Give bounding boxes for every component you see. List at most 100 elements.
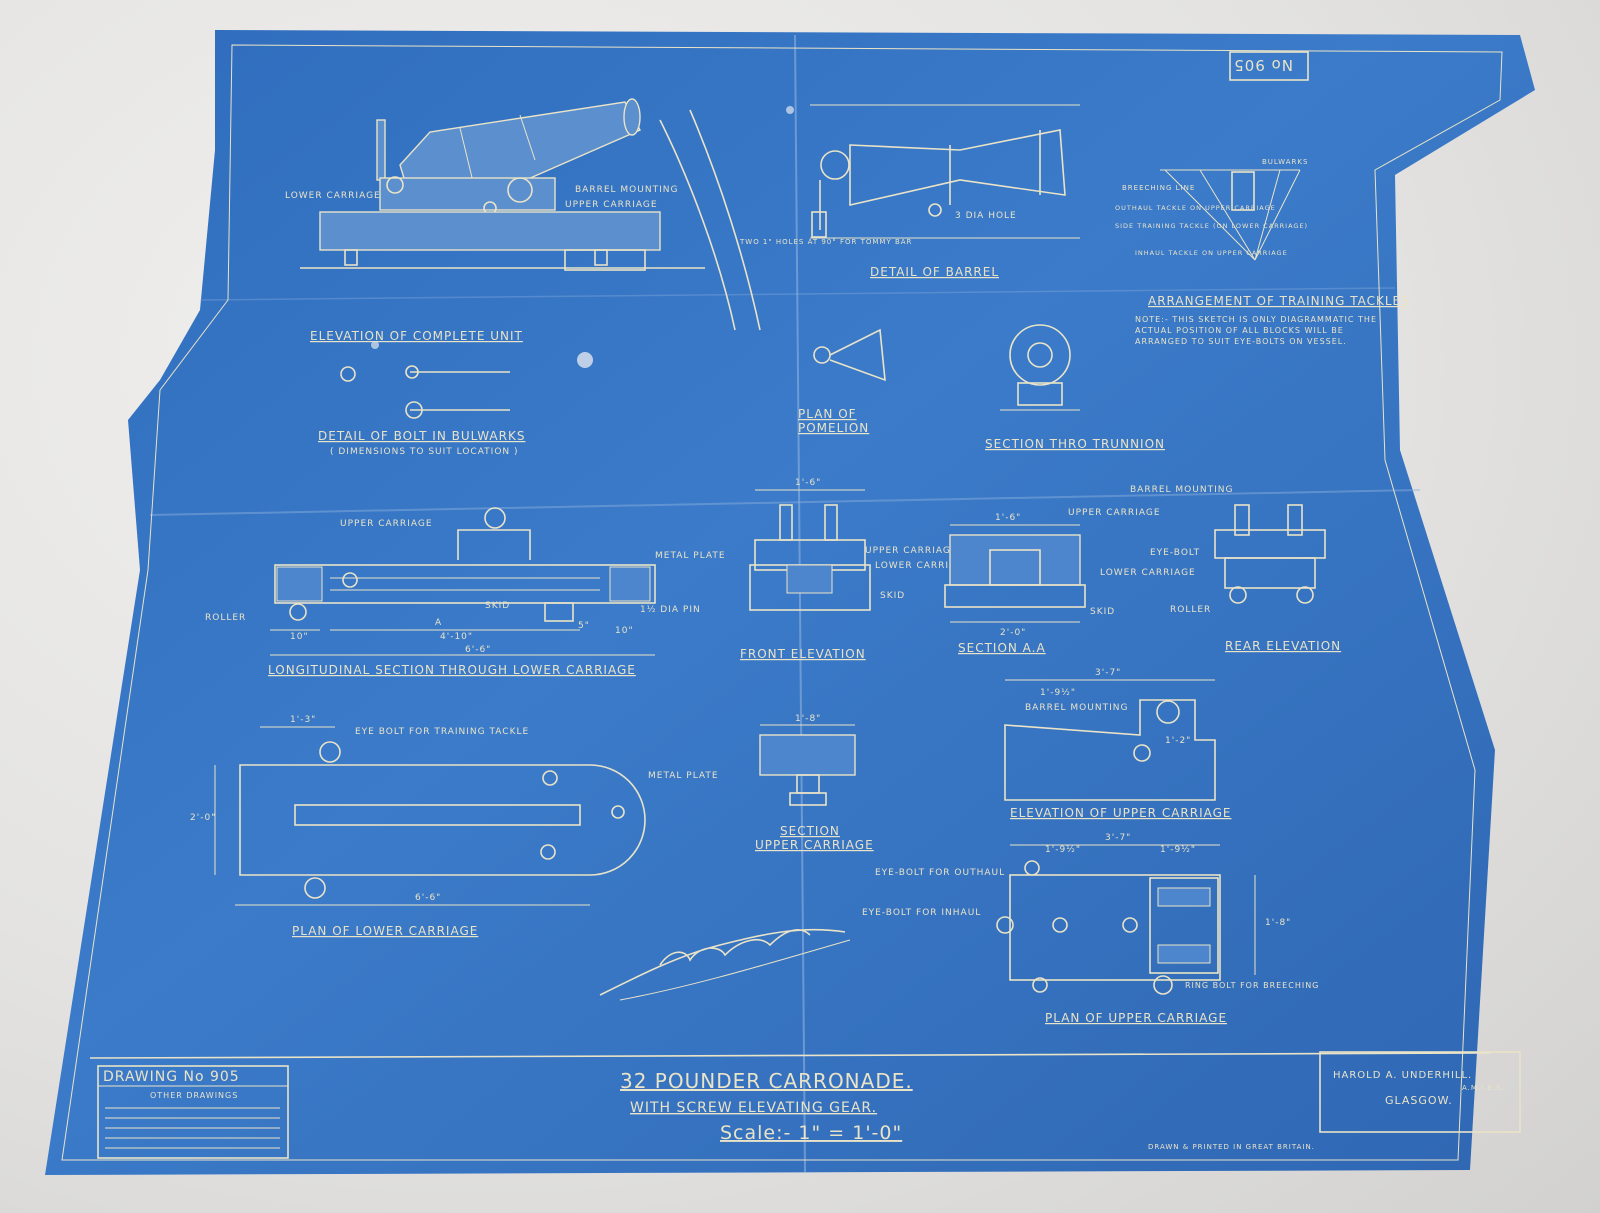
trunnion-section: SECTION THRO TRUNNION xyxy=(985,324,1165,451)
svg-text:10": 10" xyxy=(615,626,634,636)
svg-text:5": 5" xyxy=(578,621,590,631)
svg-text:1'-6": 1'-6" xyxy=(795,478,821,488)
wear-spot xyxy=(577,352,593,368)
plan-lower-title: PLAN OF LOWER CARRIAGE xyxy=(292,924,478,938)
svg-text:1'-8": 1'-8" xyxy=(795,714,821,724)
svg-text:UPPER CARRIAGE: UPPER CARRIAGE xyxy=(340,519,433,529)
signature xyxy=(599,928,851,1001)
svg-text:BREECHING LINE: BREECHING LINE xyxy=(1122,184,1195,192)
svg-text:SKID: SKID xyxy=(1090,607,1115,617)
svg-text:3'-7": 3'-7" xyxy=(1105,833,1131,843)
svg-text:1½ DIA PIN: 1½ DIA PIN xyxy=(640,605,701,615)
front-elevation: 1'-6" UPPER CARRIAGE LOWER CARRIAGE SKID… xyxy=(740,478,971,661)
hatched-end xyxy=(276,566,323,602)
drawing-number: DRAWING No 905 xyxy=(103,1069,240,1085)
blueprint-sheet xyxy=(45,30,1535,1175)
svg-text:RING BOLT FOR BREECHING: RING BOLT FOR BREECHING xyxy=(1185,981,1319,990)
svg-text:METAL PLATE: METAL PLATE xyxy=(655,551,726,561)
svg-text:1'-6": 1'-6" xyxy=(995,513,1021,523)
svg-text:BARREL MOUNTING: BARREL MOUNTING xyxy=(575,185,678,195)
svg-text:SKID: SKID xyxy=(880,591,905,601)
trunnion-title: SECTION THRO TRUNNION xyxy=(985,437,1165,451)
wear-spot xyxy=(371,341,379,349)
elevation-complete-unit: LOWER CARRIAGE BARREL MOUNTING UPPER CAR… xyxy=(285,98,911,343)
svg-text:BARREL MOUNTING: BARREL MOUNTING xyxy=(1025,703,1128,713)
sheet-number-box xyxy=(1229,51,1309,81)
svg-text:6'-6": 6'-6" xyxy=(465,645,491,655)
svg-text:LOWER CARRIAGE: LOWER CARRIAGE xyxy=(285,191,381,201)
elevating-screw xyxy=(376,119,386,181)
training-tackles-title: ARRANGEMENT OF TRAINING TACKLES xyxy=(1148,294,1410,308)
svg-text:UPPER CARRIAGE: UPPER CARRIAGE xyxy=(565,200,658,210)
svg-text:6'-6": 6'-6" xyxy=(415,893,441,903)
svg-text:METAL PLATE: METAL PLATE xyxy=(648,771,719,781)
lower-carriage-block xyxy=(319,211,661,251)
svg-text:BARREL MOUNTING: BARREL MOUNTING xyxy=(1130,485,1233,495)
longitudinal-title: LONGITUDINAL SECTION THROUGH LOWER CARRI… xyxy=(268,663,636,677)
barrel-detail-title: DETAIL OF BARREL xyxy=(870,265,999,279)
svg-text:ROLLER: ROLLER xyxy=(1170,605,1211,615)
plan-upper-title: PLAN OF UPPER CARRIAGE xyxy=(1045,1011,1227,1025)
svg-text:1'-3": 1'-3" xyxy=(290,715,316,725)
pomelion-plan: PLAN OF POMELION xyxy=(798,328,886,435)
vertical-fold xyxy=(794,34,806,1173)
pomelion-title-2: POMELION xyxy=(798,421,869,435)
upper-elevation-title: ELEVATION OF UPPER CARRIAGE xyxy=(1010,806,1232,820)
front-elevation-title: FRONT ELEVATION xyxy=(740,647,866,661)
barrel-detail: 3 DIA HOLE DETAIL OF BARREL xyxy=(810,104,1080,279)
plan-lower-carriage: 1'-3" 2'-0" 6'-6" EYE BOLT FOR TRAINING … xyxy=(190,715,719,938)
sheet-number: No 905 xyxy=(1233,56,1293,74)
section-upper-carriage: 1'-8" SECTION UPPER CARRIAGE xyxy=(755,714,874,852)
printed-note: DRAWN & PRINTED IN GREAT BRITAIN. xyxy=(1148,1143,1315,1151)
svg-text:ARRANGED TO SUIT EYE-BOLTS ON: ARRANGED TO SUIT EYE-BOLTS ON VESSEL. xyxy=(1135,337,1347,346)
section-upper-title-1: SECTION xyxy=(780,824,840,838)
rear-elevation: BARREL MOUNTING EYE-BOLT LOWER CARRIAGE … xyxy=(1100,485,1341,653)
svg-text:EYE-BOLT FOR OUTHAUL: EYE-BOLT FOR OUTHAUL xyxy=(875,868,1005,878)
drawing-number-box xyxy=(97,1065,289,1159)
other-drawings-list xyxy=(105,1107,280,1149)
author-name: HAROLD A. UNDERHILL. xyxy=(1333,1070,1472,1081)
svg-text:NOTE:- THIS SKETCH IS ONLY DIA: NOTE:- THIS SKETCH IS ONLY DIAGRAMMATIC … xyxy=(1135,315,1377,324)
rear-elevation-title: REAR ELEVATION xyxy=(1225,639,1341,653)
horizontal-fold-2 xyxy=(199,287,1396,301)
svg-text:10": 10" xyxy=(290,632,309,642)
svg-text:OTHER DRAWINGS: OTHER DRAWINGS xyxy=(150,1091,238,1100)
section-upper-title-2: UPPER CARRIAGE xyxy=(755,838,874,852)
svg-text:A.M.I.E.S.: A.M.I.E.S. xyxy=(1462,1084,1505,1092)
svg-text:EYE BOLT FOR TRAINING TACKLE: EYE BOLT FOR TRAINING TACKLE xyxy=(355,727,529,737)
svg-text:LOWER CARRIAGE: LOWER CARRIAGE xyxy=(1100,568,1196,578)
wear-spot xyxy=(786,106,794,114)
longitudinal-section: UPPER CARRIAGE METAL PLATE ROLLER SKID 1… xyxy=(205,507,726,677)
svg-text:1'-9½": 1'-9½" xyxy=(1160,845,1196,855)
pomelion-title-1: PLAN OF xyxy=(798,407,857,421)
svg-text:SKID: SKID xyxy=(485,601,510,611)
svg-text:LOWER CARRIAGE: LOWER CARRIAGE xyxy=(875,561,971,571)
svg-text:2'-0": 2'-0" xyxy=(190,813,216,823)
section-aa: 1'-6" 2'-0" UPPER CARRIAGE SKID SECTION … xyxy=(944,508,1160,655)
upper-carriage-block xyxy=(379,177,556,211)
horizontal-fold xyxy=(149,489,1421,516)
svg-text:OUTHAUL TACKLE ON UPPER CARRIA: OUTHAUL TACKLE ON UPPER CARRIAGE xyxy=(1115,204,1276,212)
title-block: DRAWING No 905 OTHER DRAWINGS 32 POUNDER… xyxy=(89,1051,1521,1159)
svg-text:1'-9½": 1'-9½" xyxy=(1040,688,1076,698)
svg-text:INHAUL TACKLE ON UPPER CARRIAG: INHAUL TACKLE ON UPPER CARRIAGE xyxy=(1135,249,1288,257)
training-tackles: BULWARKS BREECHING LINE OUTHAUL TACKLE O… xyxy=(1115,158,1410,346)
svg-text:1'-8": 1'-8" xyxy=(1265,918,1291,928)
main-title: 32 POUNDER CARRONADE. xyxy=(620,1069,913,1093)
svg-text:2'-0": 2'-0" xyxy=(1000,628,1026,638)
drawing-border xyxy=(61,44,1503,1161)
cannon-muzzle xyxy=(623,98,641,136)
elevation-title: ELEVATION OF COMPLETE UNIT xyxy=(310,329,523,343)
bolt-detail-title: DETAIL OF BOLT IN BULWARKS xyxy=(318,429,525,443)
elevation-upper-carriage: 3'-7" 1'-9½" 1'-2" BARREL MOUNTING ELEVA… xyxy=(1004,668,1232,820)
bolt-detail: DETAIL OF BOLT IN BULWARKS ( DIMENSIONS … xyxy=(318,365,525,457)
section-aa-title: SECTION A.A xyxy=(958,641,1046,655)
svg-text:3 DIA HOLE: 3 DIA HOLE xyxy=(955,211,1017,221)
author-city: GLASGOW. xyxy=(1385,1094,1453,1107)
scale-text: Scale:- 1" = 1'-0" xyxy=(720,1122,902,1144)
svg-text:SIDE TRAINING TACKLE (ON LOWER: SIDE TRAINING TACKLE (ON LOWER CARRIAGE) xyxy=(1115,222,1308,230)
svg-text:EYE-BOLT FOR INHAUL: EYE-BOLT FOR INHAUL xyxy=(862,908,981,918)
svg-text:3'-7": 3'-7" xyxy=(1095,668,1121,678)
svg-text:A: A xyxy=(435,618,442,628)
